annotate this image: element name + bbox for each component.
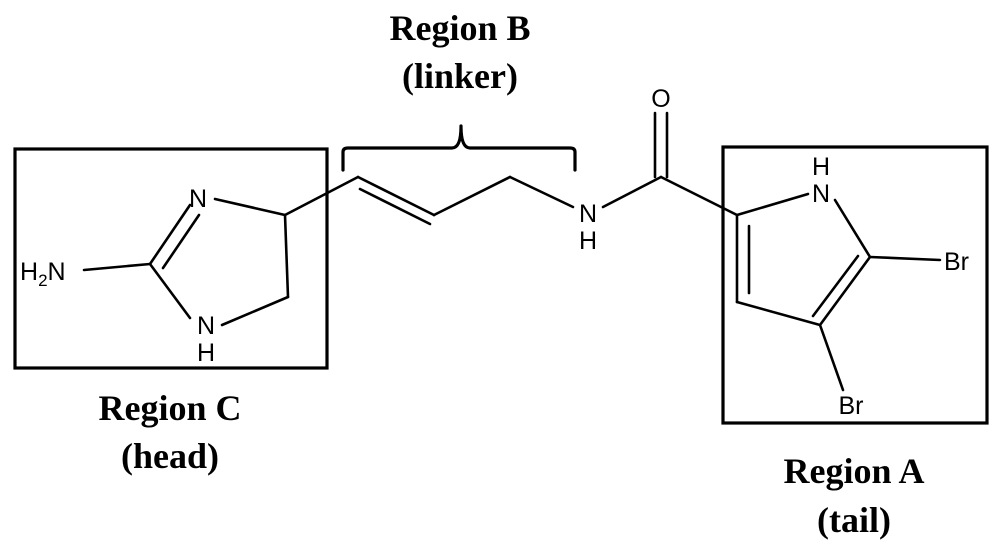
atom-br-right: Br — [944, 248, 969, 276]
atom-amide-n: N — [579, 200, 597, 228]
bond-c2-n3 — [148, 203, 192, 266]
bond-pc2-pn1 — [735, 192, 810, 217]
region-b-name: Region B — [389, 8, 530, 48]
bond-c2-n3-double — [161, 213, 201, 270]
bond-pc5-br — [868, 255, 942, 262]
region-c-role: (head) — [121, 436, 219, 476]
region-c-box — [13, 147, 329, 370]
bond-pc4-pc3 — [735, 300, 822, 327]
bond-vinyl — [356, 175, 436, 217]
region-b-brace — [341, 124, 577, 172]
region-a-role: (tail) — [817, 500, 891, 540]
region-a-name: Region A — [783, 451, 924, 491]
bond-cb-cc — [432, 175, 512, 217]
atom-amide-h: H — [579, 227, 597, 255]
bond-vinyl-double — [358, 187, 432, 226]
bond-pn1-pc5 — [833, 198, 872, 259]
atom-carbonyl-o: O — [651, 85, 670, 113]
bond-carbonyl-pyrrole — [659, 175, 739, 217]
atom-pyrrole-h: H — [812, 153, 830, 181]
bond-pc4-br — [818, 323, 845, 392]
bond-n1-c2 — [148, 262, 192, 320]
bond-c4-linker — [283, 175, 360, 217]
bond-cc-nh — [508, 175, 575, 209]
bond-c5-n1 — [220, 295, 290, 327]
bond-c4-c5 — [283, 213, 290, 299]
atom-ring-n: N — [189, 185, 207, 213]
region-b-role: (linker) — [402, 56, 518, 96]
atom-ring-nh-h: H — [197, 339, 215, 367]
region-c-name: Region C — [99, 388, 242, 428]
atom-pyrrole-n: N — [812, 180, 830, 208]
region-a-box — [721, 145, 989, 425]
atom-h2n: H2N — [20, 258, 66, 290]
bond-n3-c4 — [213, 197, 287, 217]
bond-nh2-c2 — [82, 262, 152, 272]
atom-ring-nh-n: N — [197, 312, 215, 340]
bond-pc5-pc4-double — [811, 254, 860, 318]
atom-br-bottom: Br — [839, 392, 864, 420]
bond-nh-carbonyl — [601, 175, 663, 209]
bond-pc5-pc4 — [818, 255, 872, 327]
